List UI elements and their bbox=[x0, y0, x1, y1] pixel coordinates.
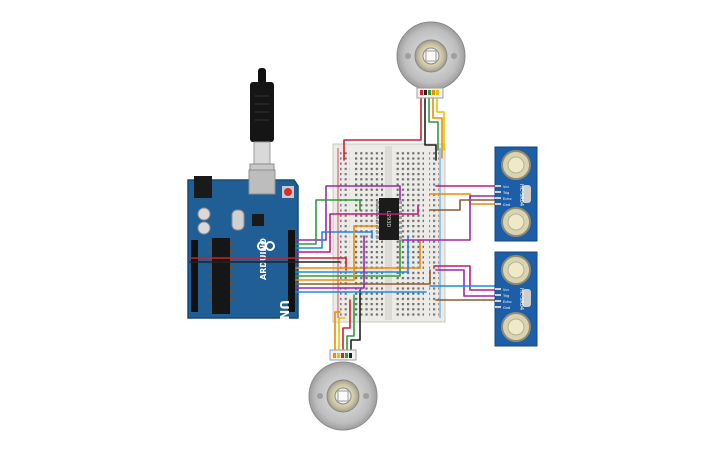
wire-green-a[interactable] bbox=[295, 199, 361, 245]
motor-driver-chip: L293D bbox=[376, 198, 402, 240]
dc-motor-icon[interactable] bbox=[396, 21, 466, 99]
atmega-chip bbox=[212, 238, 230, 314]
wire-bottom-motor-orange[interactable] bbox=[334, 311, 341, 353]
sensor1-pin-echo: Echo bbox=[503, 197, 512, 201]
wires bbox=[189, 97, 499, 353]
sensor2-pin-echo: Echo bbox=[503, 300, 512, 304]
arduino-uno-board-icon bbox=[257, 241, 275, 251]
wire-sensor2-purple[interactable] bbox=[435, 269, 499, 297]
ultrasonic-sensor-2[interactable]: HC-SR04 Vcc Trig Echo Gnd bbox=[494, 251, 538, 347]
arduino-model-text: UNO bbox=[277, 300, 291, 330]
dc-motor-icon[interactable] bbox=[308, 349, 378, 431]
wire-brown-a[interactable] bbox=[295, 269, 431, 285]
wire-red-power[interactable] bbox=[189, 257, 347, 271]
wire-sensor1-purple[interactable] bbox=[401, 195, 499, 241]
wire-purple-b[interactable] bbox=[295, 235, 365, 289]
wire-top-motor-orange[interactable] bbox=[432, 97, 443, 159]
sensor1-pin-vcc: Vcc bbox=[503, 185, 509, 189]
usb-port bbox=[248, 169, 276, 195]
usb-cable-icon bbox=[249, 68, 275, 187]
wire-bottom-motor-yellow[interactable] bbox=[338, 317, 346, 353]
wire-bottom-motor-green[interactable] bbox=[346, 294, 355, 353]
wire-bottom-motor-black[interactable] bbox=[350, 289, 361, 353]
wire-orange-a[interactable] bbox=[295, 239, 421, 269]
wire-sensor2-magenta[interactable] bbox=[433, 265, 499, 291]
wire-top-motor-yellow[interactable] bbox=[436, 97, 445, 151]
power-jack bbox=[194, 176, 212, 198]
wire-top-motor-red[interactable] bbox=[343, 97, 422, 161]
wire-top-motor-green[interactable] bbox=[428, 97, 439, 151]
chip-label: L293D bbox=[385, 211, 391, 227]
sensor2-pin-gnd: Gnd bbox=[503, 306, 510, 310]
sensor1-pin-trig: Trig bbox=[502, 191, 509, 195]
wire-top-motor-black[interactable] bbox=[424, 97, 437, 161]
wire-green-b[interactable] bbox=[295, 239, 401, 277]
wire-bottom-motor-red[interactable] bbox=[342, 299, 351, 353]
wire-sensor1-brown[interactable] bbox=[429, 199, 499, 211]
sensor1-pin-gnd: Gnd bbox=[503, 203, 510, 207]
ultrasonic-sensor-1[interactable]: HC-SR04 Vcc Trig Echo Gnd bbox=[494, 146, 538, 242]
wire-blue-a[interactable] bbox=[295, 231, 373, 249]
arduino-uno-board[interactable]: ARDUINO UNO bbox=[187, 169, 299, 330]
sensor2-pin-trig: Trig bbox=[502, 294, 509, 298]
arduino-logo-text: ARDUINO bbox=[259, 238, 268, 280]
sensor2-model: HC-SR04 bbox=[518, 288, 524, 310]
sensor1-model: HC-SR04 bbox=[518, 184, 524, 206]
sensor2-pin-vcc: Vcc bbox=[503, 288, 509, 292]
wire-magenta-a[interactable] bbox=[295, 205, 419, 253]
wire-blue-b[interactable] bbox=[295, 235, 409, 273]
wire-orange-b[interactable] bbox=[295, 225, 377, 281]
reset-button[interactable] bbox=[284, 188, 292, 196]
